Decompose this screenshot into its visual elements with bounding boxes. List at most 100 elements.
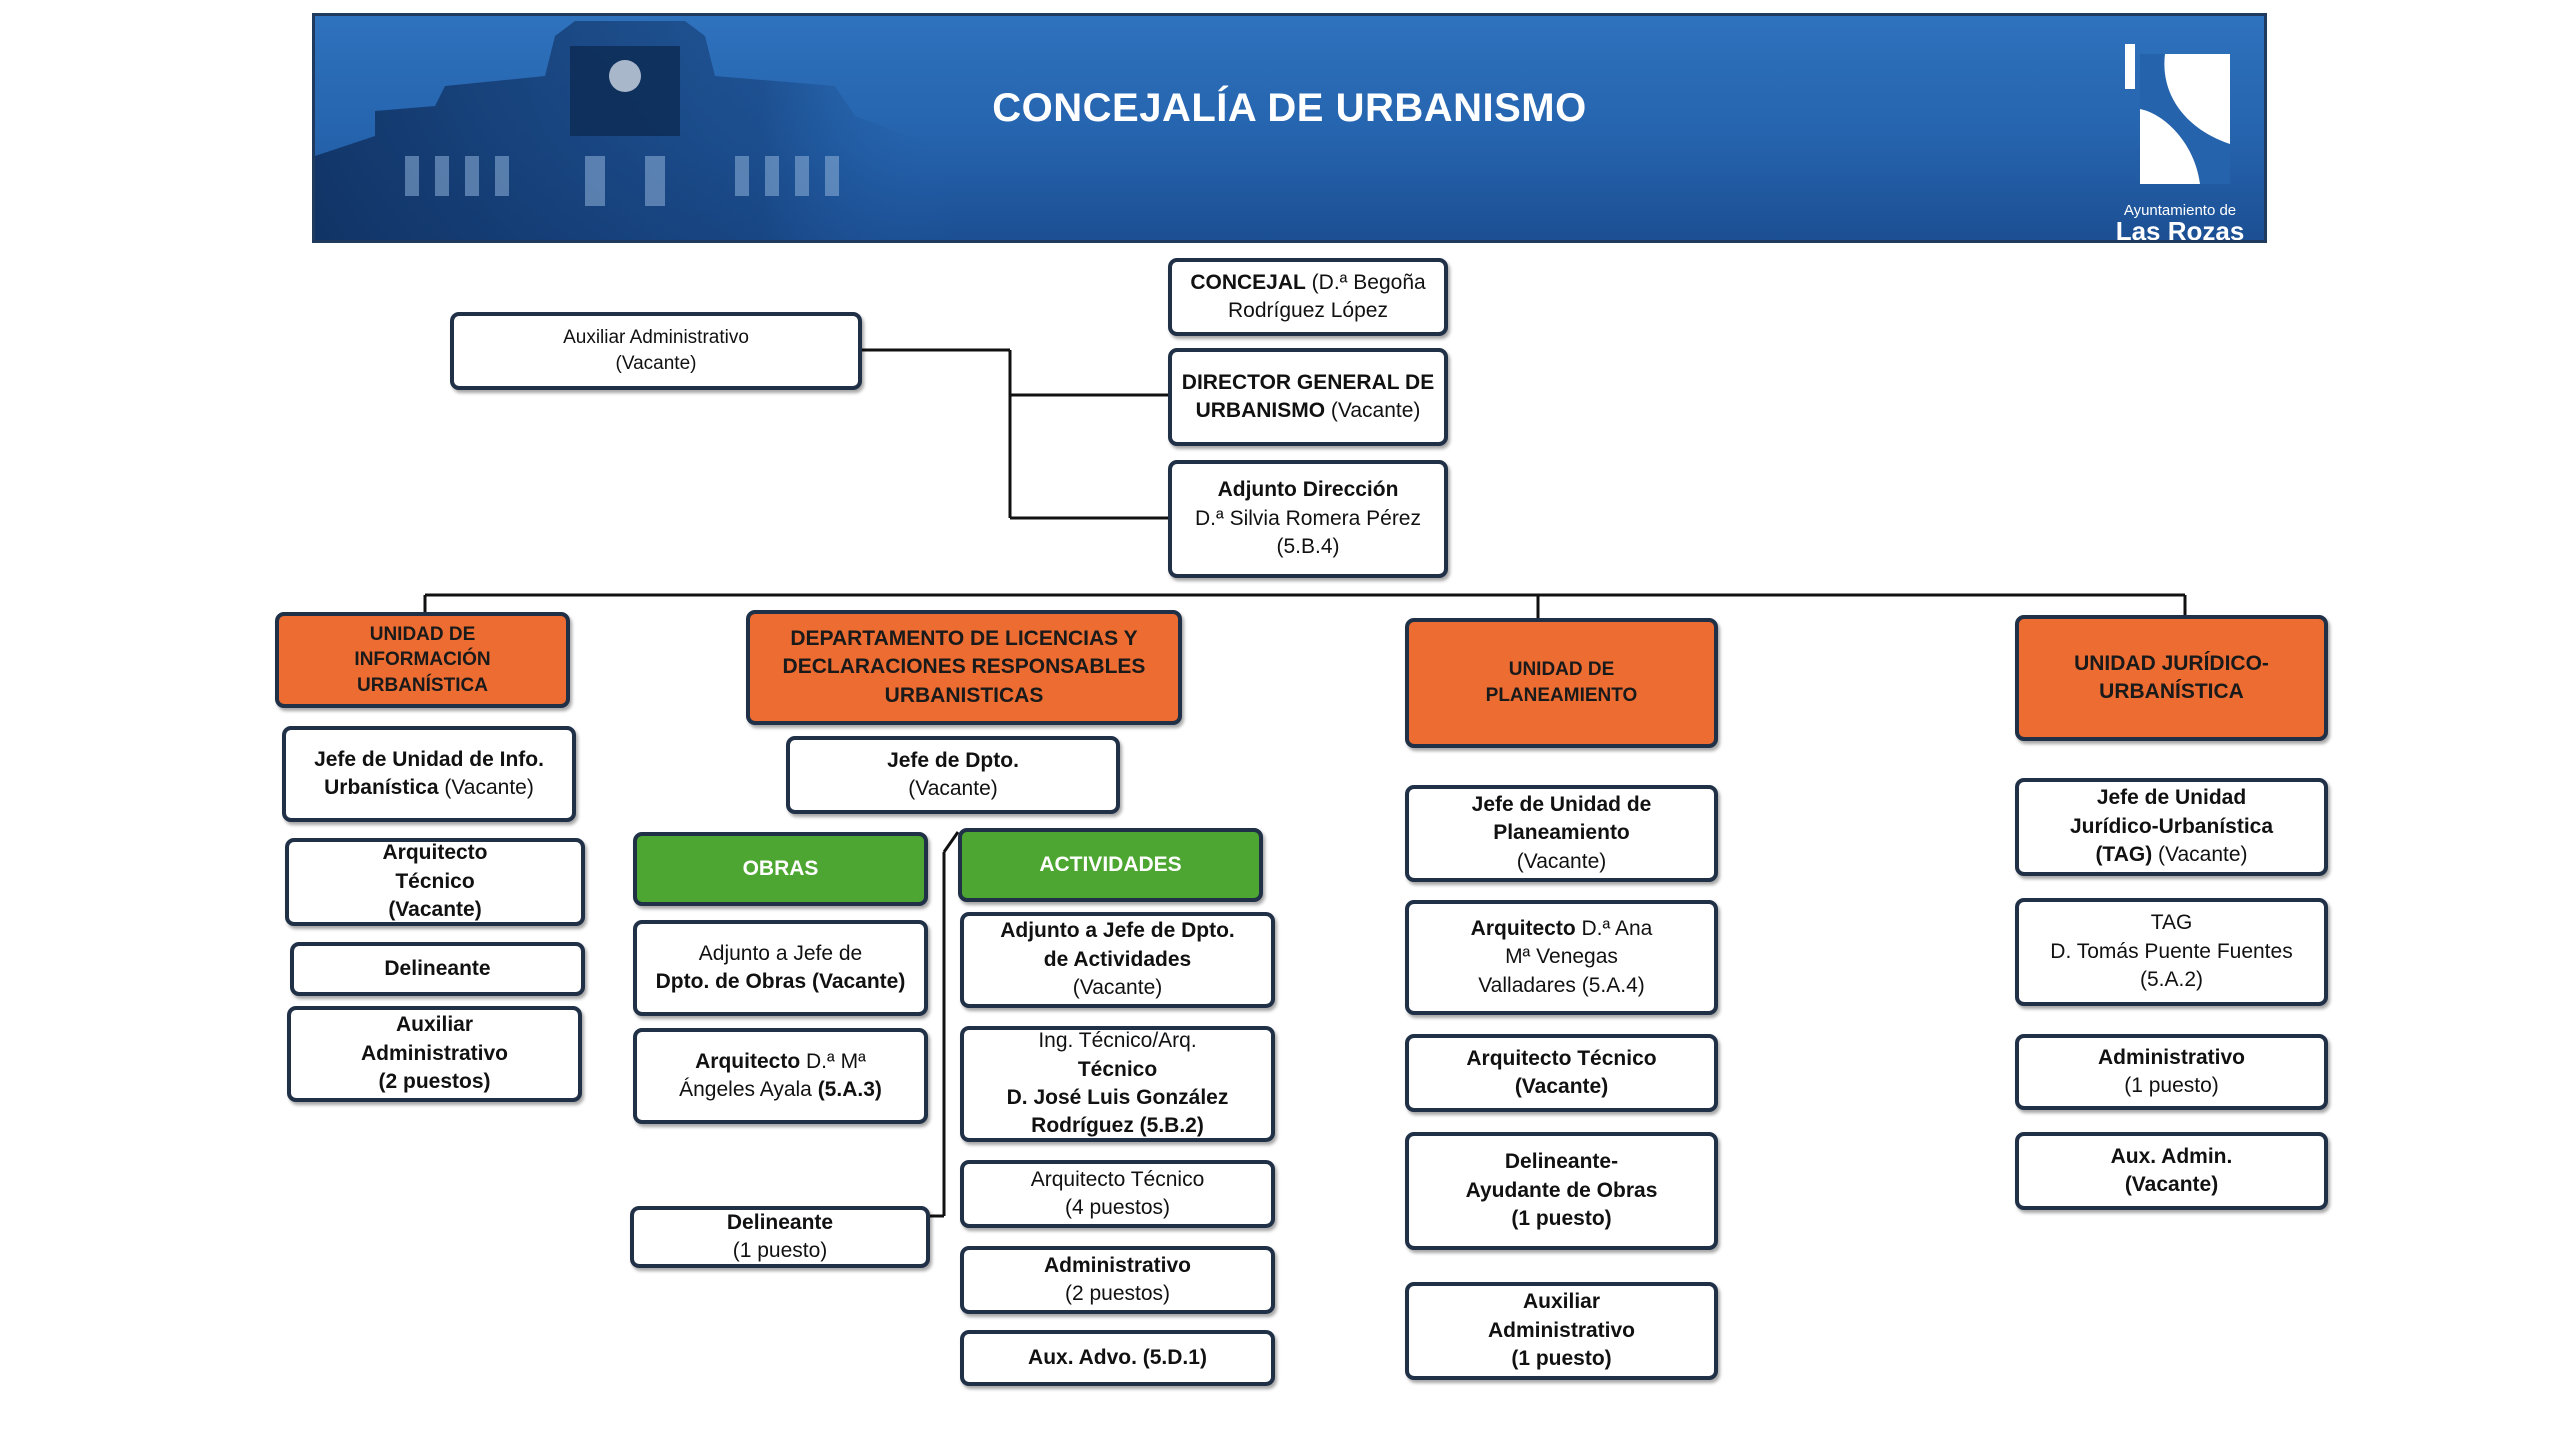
director-status: (Vacante) xyxy=(1330,399,1421,422)
administrativo-jur-title: Administrativo xyxy=(2097,1045,2246,1069)
arq-tec-plan-title-2: Técnico xyxy=(1577,1046,1657,1070)
aux-advo-box: Aux. Advo. (5.D.1) xyxy=(960,1330,1275,1386)
arquitecto-tecnico-planeamiento-box: Arquitecto Técnico (Vacante) xyxy=(1405,1034,1718,1112)
arq-tec-plan-title: Arquitecto xyxy=(1466,1046,1572,1070)
jefe-info-status: (Vacante) xyxy=(444,776,534,799)
jefe-dpto-box: Jefe de Dpto. (Vacante) xyxy=(786,736,1120,814)
jefe-dpto-title: Jefe de Dpto. xyxy=(887,748,1019,772)
arquitecto-plan-name-2: Mª Venegas xyxy=(1505,945,1618,969)
header-line: PLANEAMIENTO xyxy=(1485,685,1638,706)
tag-name: D. Tomás Puente Fuentes xyxy=(2050,939,2293,963)
arquitecto-tecnico-actividades-box: Arquitecto Técnico (4 puestos) xyxy=(960,1160,1275,1228)
header-line: DECLARACIONES RESPONSABLES xyxy=(782,655,1146,679)
actividades-label: ACTIVIDADES xyxy=(1039,852,1182,876)
adjunto-actividades-line: Adjunto a Jefe de Dpto. xyxy=(1000,919,1235,943)
delineante-label: Delineante xyxy=(384,956,491,980)
unidad-juridico-header: UNIDAD JURÍDICO- URBANÍSTICA xyxy=(2015,615,2328,741)
arquitecto-plan-name-3: Valladares (5.A.4) xyxy=(1478,973,1645,997)
auxiliar-line: Administrativo xyxy=(360,1041,509,1065)
auxiliar-line: Auxiliar xyxy=(395,1013,474,1037)
aux-admin-juridico-box: Aux. Admin. (Vacante) xyxy=(2015,1132,2328,1210)
adjunto-actividades-line: de Actividades xyxy=(1043,947,1192,971)
arquitecto-tecnico-info-box: Arquitecto Técnico (Vacante) xyxy=(285,838,585,926)
director-general-box: DIRECTOR GENERAL DE URBANISMO (Vacante) xyxy=(1168,348,1448,446)
jefe-juridico-box: Jefe de Unidad Jurídico-Urbanística (TAG… xyxy=(2015,778,2328,876)
header-line: UNIDAD JURÍDICO- xyxy=(2074,651,2269,675)
arquitecto-line: Arquitecto xyxy=(382,841,488,865)
delineante-obras-title: Delineante xyxy=(726,1210,834,1234)
delineante-plan-count: (1 puesto) xyxy=(1511,1207,1612,1231)
delineante-plan-line: Delineante- xyxy=(1504,1150,1619,1174)
delineante-info-box: Delineante xyxy=(290,942,585,996)
arquitecto-planeamiento-box: Arquitecto D.ª Ana Mª Venegas Valladares… xyxy=(1405,900,1718,1015)
arquitecto-line: (Vacante) xyxy=(388,898,482,922)
auxiliar-plan-count: (1 puesto) xyxy=(1511,1347,1612,1371)
jefe-plan-line: Jefe de Unidad de xyxy=(1471,792,1652,816)
auxiliar-plan-line: Administrativo xyxy=(1487,1318,1636,1342)
header-banner: CONCEJALÍA DE URBANISMO Ayuntamiento de … xyxy=(312,13,2267,243)
tag-title: TAG xyxy=(2150,911,2193,935)
ing-tecnico-box: Ing. Técnico/Arq. Técnico D. José Luis G… xyxy=(960,1026,1275,1142)
jefe-jur-line: Jurídico-Urbanística xyxy=(2069,814,2274,838)
header-line: URBANÍSTICA xyxy=(2099,680,2244,703)
tag-code: (5.A.2) xyxy=(2139,968,2204,992)
header-line: URBANISTICAS xyxy=(884,683,1044,707)
arquitecto-obras-code: (5.A.3) xyxy=(817,1078,882,1101)
header-line: UNIDAD DE xyxy=(1508,659,1615,681)
adjunto-title: Adjunto Dirección xyxy=(1217,478,1399,502)
adjunto-obras-box: Adjunto a Jefe de Dpto. de Obras (Vacant… xyxy=(633,920,928,1016)
delineante-plan-line: Ayudante de Obras xyxy=(1465,1178,1658,1202)
auxiliar-planeamiento-box: Auxiliar Administrativo (1 puesto) xyxy=(1405,1282,1718,1380)
auxiliar-status: (Vacante) xyxy=(615,353,697,374)
auxiliar-administrativo-box: Auxiliar Administrativo (Vacante) xyxy=(450,312,862,390)
auxiliar-info-box: Auxiliar Administrativo (2 puestos) xyxy=(287,1006,582,1102)
header-line: DEPARTAMENTO DE LICENCIAS Y xyxy=(790,626,1138,650)
arquitecto-plan-name: D.ª Ana xyxy=(1581,916,1653,940)
jefe-plan-status: (Vacante) xyxy=(1516,849,1607,873)
header-line: URBANÍSTICA xyxy=(357,674,488,696)
unidad-informacion-header: UNIDAD DE INFORMACIÓN URBANÍSTICA xyxy=(275,612,570,708)
arquitecto-plan-title: Arquitecto xyxy=(1470,916,1576,940)
jefe-plan-line: Planeamiento xyxy=(1493,821,1630,845)
director-title-2: URBANISMO xyxy=(1195,399,1326,422)
adjunto-actividades-box: Adjunto a Jefe de Dpto. de Actividades (… xyxy=(960,912,1275,1008)
obras-header: OBRAS xyxy=(633,832,928,906)
ing-line: Ing. Técnico/Arq. xyxy=(1038,1029,1197,1053)
jefe-info-title: Jefe de Unidad de Info. xyxy=(314,747,544,771)
tag-box: TAG D. Tomás Puente Fuentes (5.A.2) xyxy=(2015,898,2328,1006)
jefe-jur-status: (Vacante) xyxy=(2158,843,2248,867)
header-line: UNIDAD DE xyxy=(369,623,476,645)
delineante-obras-count: (1 puesto) xyxy=(732,1239,828,1262)
concejal-title: CONCEJAL xyxy=(1190,270,1306,294)
delineante-planeamiento-box: Delineante- Ayudante de Obras (1 puesto) xyxy=(1405,1132,1718,1250)
delineante-obras-box: Delineante (1 puesto) xyxy=(630,1206,930,1268)
header-line: INFORMACIÓN xyxy=(354,649,491,671)
page-title: CONCEJALÍA DE URBANISMO xyxy=(992,86,1587,130)
actividades-header: ACTIVIDADES xyxy=(958,828,1263,902)
arquitecto-obras-name-2: Ángeles Ayala xyxy=(679,1078,812,1101)
administrativo-jur-count: (1 puesto) xyxy=(2124,1074,2219,1097)
administrativo-act-title: Administrativo xyxy=(1043,1253,1192,1277)
concejal-name: Rodríguez López xyxy=(1228,299,1388,322)
administrativo-actividades-box: Administrativo (2 puestos) xyxy=(960,1246,1275,1314)
adjunto-obras-line: Dpto. de Obras (Vacante) xyxy=(655,970,906,993)
obras-label: OBRAS xyxy=(742,856,819,880)
aux-advo-label: Aux. Advo. (5.D.1) xyxy=(1028,1345,1207,1369)
adjunto-actividades-status: (Vacante) xyxy=(1072,976,1163,1000)
auxiliar-title: Auxiliar Administrativo xyxy=(563,327,749,349)
ing-line: D. José Luis González xyxy=(1006,1086,1229,1109)
logo-text-small: Ayuntamiento de xyxy=(2123,202,2237,219)
aux-admin-jur-status: (Vacante) xyxy=(2124,1173,2219,1196)
logo-emblem-icon xyxy=(2125,44,2230,184)
arquitecto-obras-name: D.ª Mª xyxy=(805,1049,866,1073)
arq-tec-plan-status: (Vacante) xyxy=(1514,1075,1609,1098)
adjunto-obras-line: Adjunto a Jefe de xyxy=(698,941,863,965)
adjunto-direccion-box: Adjunto Dirección D.ª Silvia Romera Pére… xyxy=(1168,460,1448,578)
arquitecto-obras-box: Arquitecto D.ª Mª Ángeles Ayala (5.A.3) xyxy=(633,1028,928,1124)
administrativo-juridico-box: Administrativo (1 puesto) xyxy=(2015,1034,2328,1110)
jefe-jur-line: Jefe de Unidad xyxy=(2096,786,2247,810)
arquitecto-line: Técnico xyxy=(395,869,475,893)
town-hall-image xyxy=(315,21,955,240)
jefe-planeamiento-box: Jefe de Unidad de Planeamiento (Vacante) xyxy=(1405,785,1718,882)
arquitecto-act-count: (4 puestos) xyxy=(1064,1196,1171,1219)
